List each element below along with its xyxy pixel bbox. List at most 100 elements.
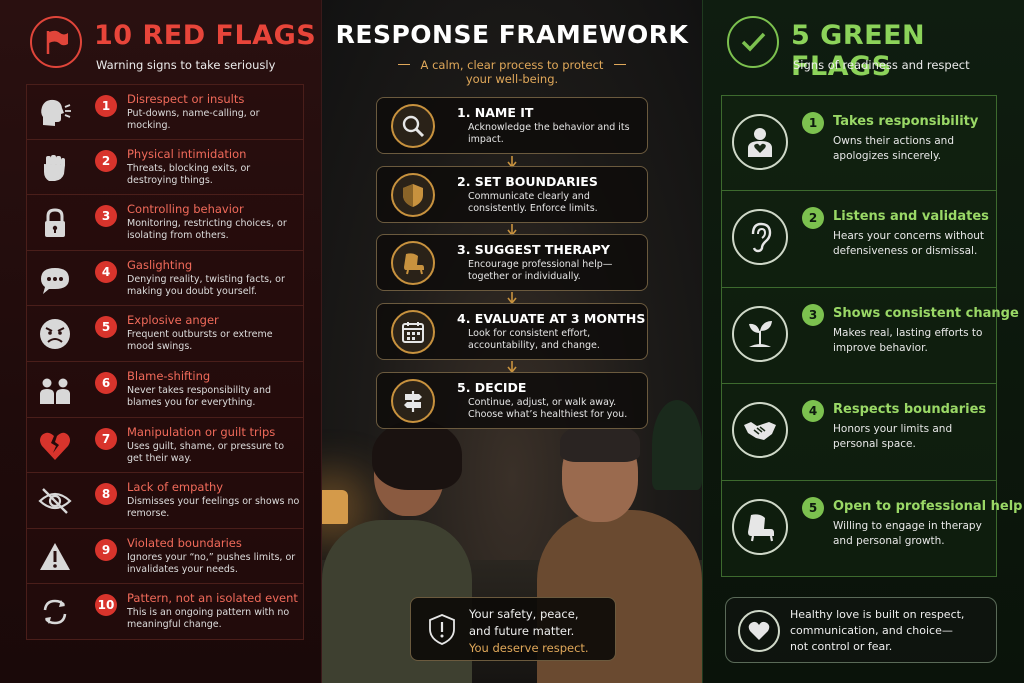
warning-triangle-icon <box>37 539 73 575</box>
step-title: 1. NAME IT <box>457 105 534 120</box>
list-item: 9 Violated boundaries Ignores your “no,”… <box>26 528 304 585</box>
list-item: 10 Pattern, not an isolated event This i… <box>26 584 304 640</box>
item-number: 8 <box>95 483 117 506</box>
step-title: 4. EVALUATE AT 3 MONTHS <box>457 311 646 326</box>
item-number: 4 <box>95 260 117 283</box>
list-item: 3 Controlling behavior Monitoring, restr… <box>26 195 304 251</box>
red-flags-list: 1 Disrespect or insults Put-downs, name-… <box>26 84 304 640</box>
armchair-icon <box>732 498 788 555</box>
green-flags-subtitle: Signs of readiness and respect <box>793 58 970 72</box>
step-title: 5. DECIDE <box>457 380 527 395</box>
step-card: 5. DECIDE Continue, adjust, or walk away… <box>376 372 648 429</box>
item-title: Gaslighting <box>127 257 193 272</box>
item-description: Makes real, lasting efforts to improve b… <box>833 326 983 354</box>
response-framework-panel: RESPONSE FRAMEWORK A calm, clear process… <box>322 0 702 683</box>
item-number: 3 <box>802 303 824 326</box>
item-number: 5 <box>802 496 824 519</box>
armchair-icon <box>391 241 435 285</box>
step-card: 3. SUGGEST THERAPY Encourage professiona… <box>376 234 648 291</box>
person-heart-icon <box>732 114 788 170</box>
item-title: Physical intimidation <box>127 146 247 161</box>
speech-bubble-icon <box>37 261 73 297</box>
framework-title: RESPONSE FRAMEWORK <box>335 20 689 49</box>
safety-message-box: Your safety, peace, and future matter. Y… <box>410 597 616 661</box>
item-number: 6 <box>95 371 117 394</box>
step-card: 1. NAME IT Acknowledge the behavior and … <box>376 97 648 154</box>
item-description: Frequent outbursts or extreme mood swing… <box>127 329 273 353</box>
item-number: 2 <box>802 207 824 230</box>
step-card: 2. SET BOUNDARIES Communicate clearly an… <box>376 166 648 223</box>
item-title: Manipulation or guilt trips <box>127 424 276 439</box>
shouting-head-icon <box>37 95 73 131</box>
love-line: communication, and choice— <box>790 624 953 637</box>
red-flag-icon <box>30 16 82 68</box>
red-flags-panel: 10 RED FLAGS Warning signs to take serio… <box>0 0 322 683</box>
item-title: Respects boundaries <box>833 402 987 418</box>
item-description: Monitoring, restricting choices, or isol… <box>127 218 287 242</box>
checkmark-icon <box>727 16 779 68</box>
list-item: 1 Takes responsibility Owns their action… <box>721 95 997 192</box>
item-description: Uses guilt, shame, or pressure to get th… <box>127 440 285 464</box>
two-people-icon <box>37 372 73 408</box>
step-card: 4. EVALUATE AT 3 MONTHS Look for consist… <box>376 303 648 360</box>
green-flags-list: 1 Takes responsibility Owns their action… <box>721 95 1022 577</box>
shield-icon <box>425 612 459 646</box>
step-title: 2. SET BOUNDARIES <box>457 174 598 189</box>
handshake-icon <box>732 402 788 459</box>
shield-icon <box>391 173 435 217</box>
healthy-love-box: Healthy love is built on respect, commun… <box>725 597 997 663</box>
item-number: 9 <box>95 538 117 561</box>
item-description: Threats, blocking exits, or destroying t… <box>127 162 251 186</box>
calendar-icon <box>391 310 435 354</box>
item-number: 4 <box>802 400 824 423</box>
item-number: 3 <box>95 205 117 228</box>
sprout-icon <box>732 305 788 362</box>
list-item: 1 Disrespect or insults Put-downs, name-… <box>26 84 304 140</box>
step-description: Continue, adjust, or walk away. Choose w… <box>468 397 628 420</box>
item-number: 1 <box>802 112 824 134</box>
eye-slash-icon <box>37 483 73 519</box>
signpost-icon <box>391 379 435 423</box>
item-title: Disrespect or insults <box>127 92 245 106</box>
step-title: 3. SUGGEST THERAPY <box>457 242 610 257</box>
item-description: Put-downs, name-calling, or mocking. <box>127 108 260 131</box>
divider <box>614 64 626 65</box>
list-item: 2 Physical intimidation Threats, blockin… <box>26 139 304 196</box>
list-item: 5 Open to professional help Willing to e… <box>721 480 1022 577</box>
list-item: 2 Listens and validates Hears your conce… <box>721 191 997 288</box>
item-description: Denying reality, twisting facts, or maki… <box>127 273 285 297</box>
item-title: Blame-shifting <box>127 368 211 383</box>
woman-hair-illustration <box>372 420 462 490</box>
padlock-icon <box>37 205 73 241</box>
step-description: Look for consistent effort, accountabili… <box>468 328 600 351</box>
item-title: Lack of empathy <box>127 480 224 495</box>
item-description: This is an ongoing pattern with no meani… <box>127 607 290 631</box>
item-number: 2 <box>95 149 117 172</box>
list-item: 3 Shows consistent change Makes real, la… <box>721 287 1019 385</box>
lamp-illustration <box>322 490 348 524</box>
item-title: Controlling behavior <box>127 202 244 217</box>
safety-line: Your safety, peace, <box>469 607 579 621</box>
step-description: Communicate clearly and consistently. En… <box>468 191 598 214</box>
item-number: 10 <box>95 594 117 617</box>
item-title: Violated boundaries <box>127 535 242 550</box>
item-number: 5 <box>95 316 117 339</box>
broken-heart-icon <box>37 428 73 464</box>
framework-subtitle: A calm, clear process to protect your we… <box>392 58 632 86</box>
angry-face-icon <box>37 316 73 352</box>
item-number: 7 <box>95 427 117 450</box>
fist-icon <box>37 150 73 186</box>
item-title: Shows consistent change <box>833 305 1019 321</box>
step-description: Encourage professional help—together or … <box>468 259 613 282</box>
love-line: Healthy love is built on respect, <box>790 608 965 621</box>
item-title: Explosive anger <box>127 313 219 328</box>
plant-illustration <box>652 400 702 490</box>
item-number: 1 <box>95 95 117 117</box>
list-item: 7 Manipulation or guilt trips Uses guilt… <box>26 417 304 474</box>
heart-icon <box>738 610 780 652</box>
subtitle-line: your well-being. <box>465 72 559 86</box>
item-description: Owns their actions and apologizes sincer… <box>833 135 955 162</box>
safety-line: and future matter. <box>469 624 575 638</box>
green-flags-panel: 5 GREEN FLAGS Signs of readiness and res… <box>702 0 1024 683</box>
list-item: 5 Explosive anger Frequent outbursts or … <box>26 306 304 362</box>
